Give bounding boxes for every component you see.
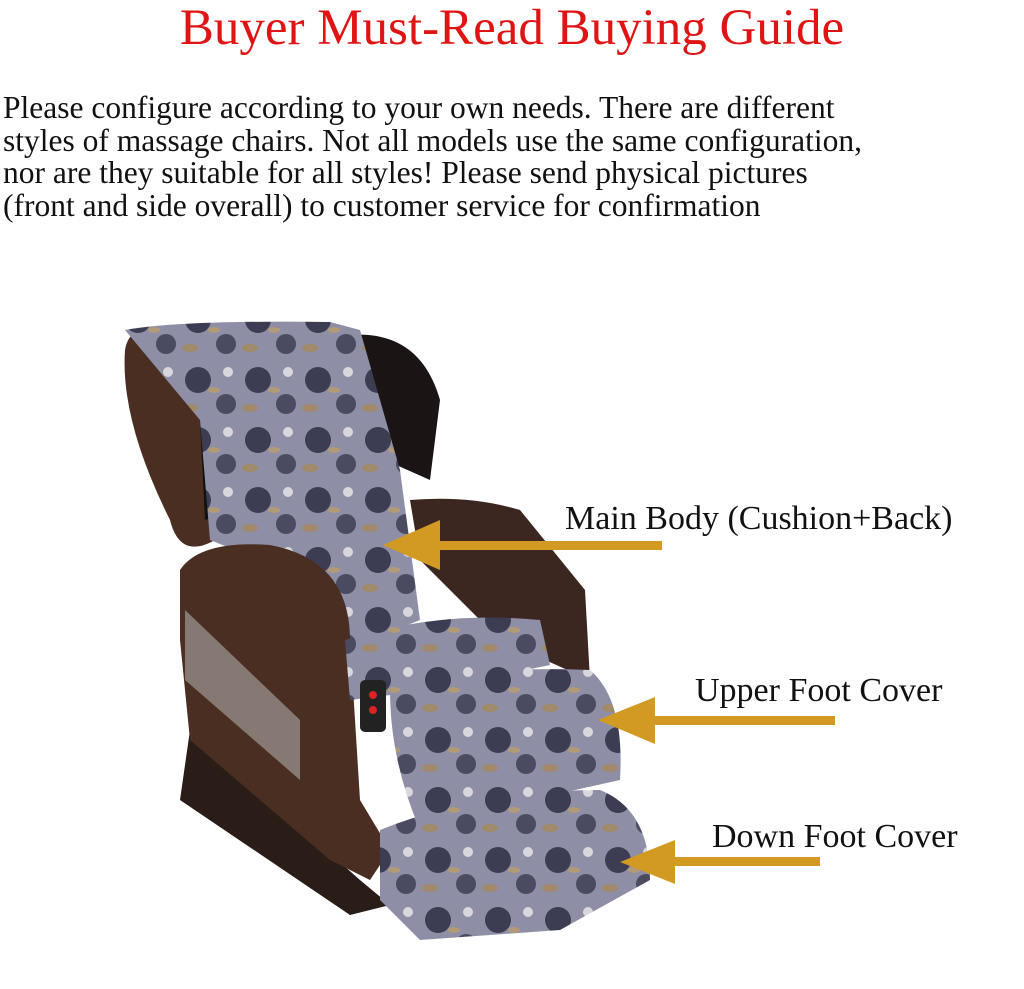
label-main-body: Main Body (Cushion+Back) xyxy=(565,500,953,537)
page-title: Buyer Must-Read Buying Guide xyxy=(179,0,845,56)
label-upper-foot-cover: Upper Foot Cover xyxy=(695,672,943,709)
intro-text: Please configure according to your own n… xyxy=(3,90,863,223)
arrow-icon-main-body xyxy=(383,520,662,570)
main-body-cover xyxy=(125,321,420,650)
label-down-foot-cover: Down Foot Cover xyxy=(712,818,958,855)
down-foot-cover xyxy=(380,790,650,940)
arrow-icon-upper-foot xyxy=(598,697,835,744)
arrow-icon-down-foot xyxy=(620,840,820,884)
upper-foot-cover xyxy=(390,669,621,830)
